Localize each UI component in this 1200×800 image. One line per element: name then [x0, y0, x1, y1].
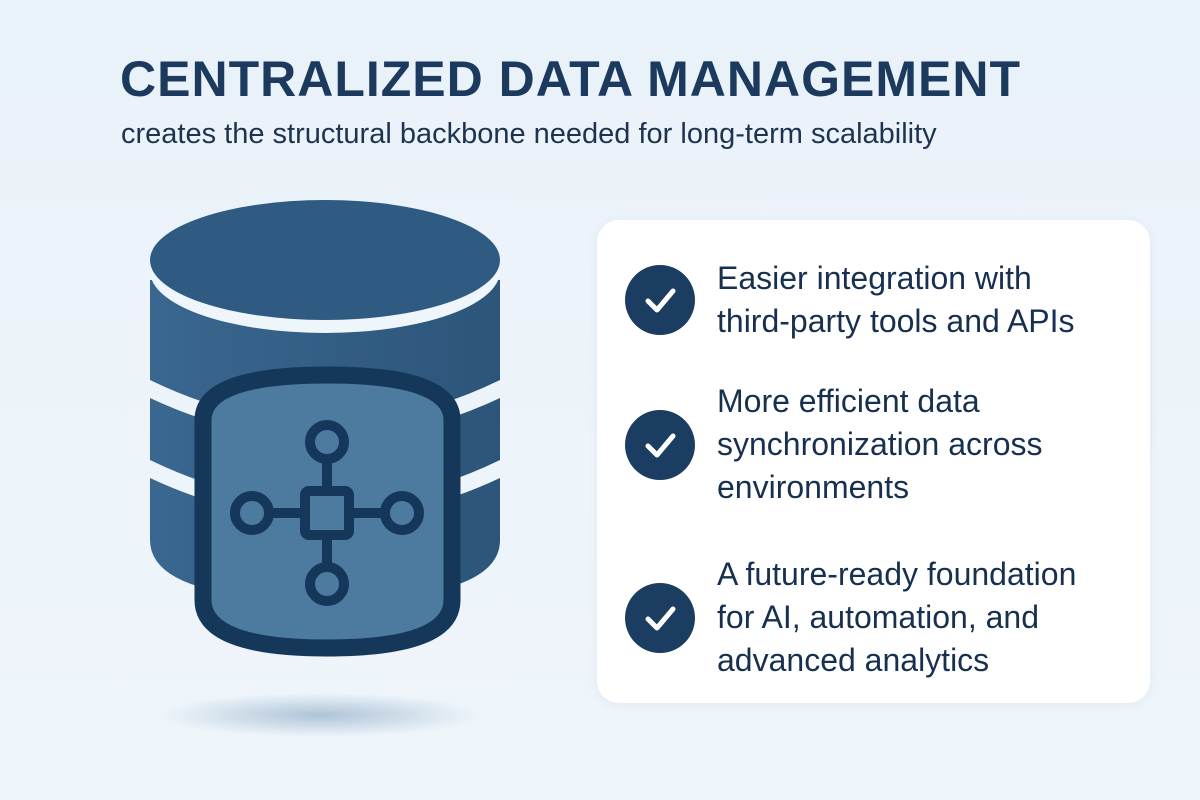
benefit-line: advanced analytics [717, 642, 990, 678]
benefit-line: environments [717, 469, 910, 505]
benefit-line: third-party tools and APIs [717, 303, 1075, 339]
check-circle-icon [625, 582, 695, 653]
benefit-text: A future-ready foundation for AI, automa… [717, 553, 1076, 682]
benefit-line: synchronization across [717, 426, 1043, 462]
benefits-card: Easier integration with third-party tool… [597, 220, 1150, 703]
benefit-line: More efficient data [717, 383, 980, 419]
benefit-item: A future-ready foundation for AI, automa… [625, 553, 1076, 682]
network-node-icon [230, 420, 424, 606]
check-circle-icon [625, 409, 695, 480]
benefit-item: Easier integration with third-party tool… [625, 257, 1075, 343]
benefit-text: Easier integration with third-party tool… [717, 257, 1075, 343]
benefit-text: More efficient data synchronization acro… [717, 380, 1042, 509]
benefit-line: for AI, automation, and [717, 599, 1039, 635]
benefit-line: A future-ready foundation [717, 556, 1077, 592]
benefit-item: More efficient data synchronization acro… [625, 380, 1042, 509]
page-title: CENTRALIZED DATA MANAGEMENT [120, 51, 1021, 107]
benefit-line: Easier integration with [717, 260, 1032, 296]
cylinder-top [150, 200, 500, 320]
check-circle-icon [625, 265, 695, 335]
floor-shadow [160, 693, 480, 737]
page-subtitle: creates the structural backbone needed f… [121, 118, 937, 150]
